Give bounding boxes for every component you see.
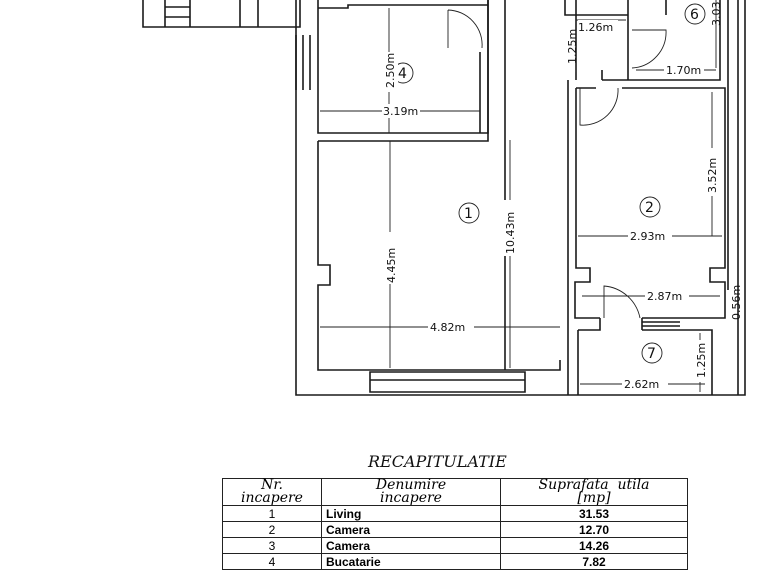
header-area: [mp] — [577, 490, 611, 506]
room-number: 4 — [398, 66, 407, 82]
dimension: 4.45m — [385, 248, 398, 283]
header-nr: incapere — [241, 490, 303, 506]
cell-area: 14.26 — [500, 537, 688, 554]
room-number: 2 — [645, 200, 654, 216]
dimension: 1.26m — [578, 21, 613, 34]
cell-nr: 4 — [222, 553, 322, 570]
cell-nr: 3 — [222, 537, 322, 554]
cell-area: 7.82 — [500, 553, 688, 570]
cell-area: 31.53 — [500, 505, 688, 522]
cell-name: Camera — [321, 521, 501, 538]
dimension: 2.93m — [630, 230, 665, 243]
dimension: 3.19m — [383, 105, 418, 118]
dimension: 0.56m — [730, 285, 743, 320]
floor-plan: 4 6 1 2 7 2.50m 3.19m 1.26m 1.25m 3.03 1… — [142, 0, 746, 396]
dimension: 1.25m — [695, 343, 708, 378]
header-area: Suprafata utila — [538, 477, 650, 493]
dimension: 3.52m — [706, 158, 719, 193]
room-number: 6 — [690, 7, 699, 23]
room-number: 1 — [464, 206, 473, 222]
dimension: 3.03 — [710, 2, 723, 27]
header-name: incapere — [380, 490, 442, 506]
dimension: 2.87m — [647, 290, 682, 303]
dimension: 10.43m — [504, 212, 517, 254]
cell-name: Bucatarie — [321, 553, 501, 570]
cell-nr: 2 — [222, 521, 322, 538]
dimension-labels: 2.50m 3.19m 1.26m 1.25m 3.03 1.70m 3.52m… — [380, 2, 743, 391]
dimension: 4.82m — [430, 321, 465, 334]
room-number: 7 — [647, 346, 656, 362]
header-name: Denumire — [375, 477, 447, 493]
dimension: 2.50m — [384, 53, 397, 88]
room-labels: 4 6 1 2 7 — [392, 3, 706, 364]
header-nr: Nr. — [261, 477, 283, 493]
dimension: 2.62m — [624, 378, 659, 391]
summary-title: RECAPITULATIE — [368, 452, 507, 471]
cell-name: Camera — [321, 537, 501, 554]
walls — [142, 0, 746, 396]
dimension: 1.70m — [666, 64, 701, 77]
cell-nr: 1 — [222, 505, 322, 522]
cell-name: Living — [321, 505, 501, 522]
dimension: 1.25m — [566, 29, 579, 64]
cell-area: 12.70 — [500, 521, 688, 538]
